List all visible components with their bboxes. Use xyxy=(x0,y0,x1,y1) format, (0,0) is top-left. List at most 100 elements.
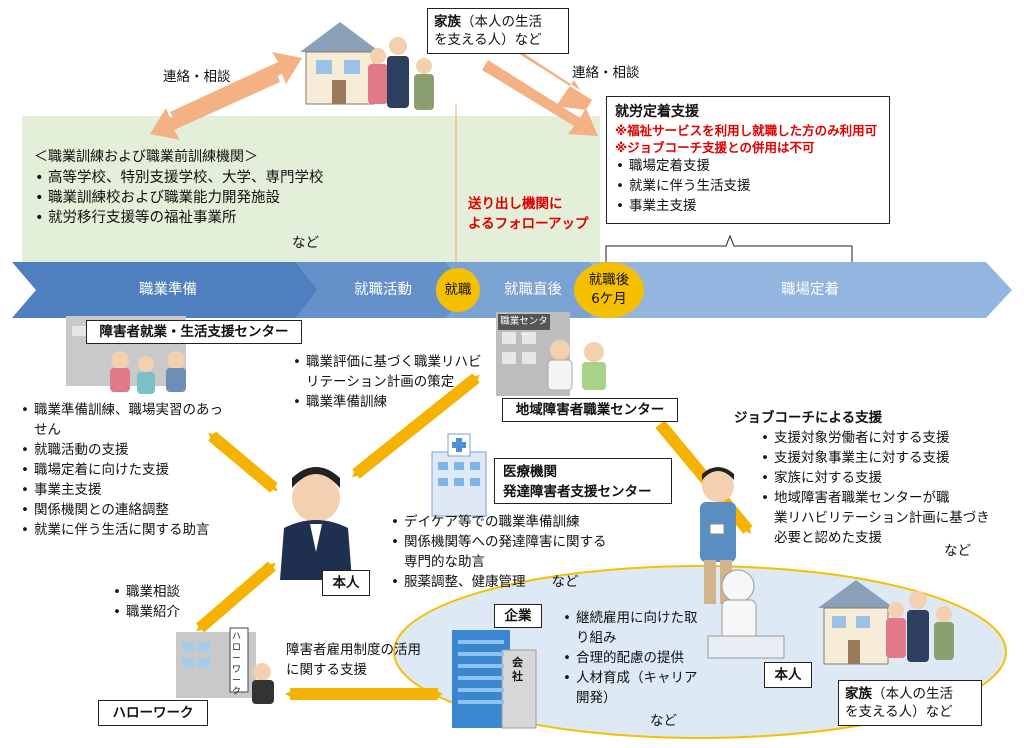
worker-illustration xyxy=(707,569,785,659)
vocational-eval-item-cont: リテーション計画の策定 xyxy=(306,374,455,390)
jobcoach-title: ジョブコーチによる支援 xyxy=(734,410,883,426)
medical-list: デイケア等での職業準備訓練 関係機関等への発達障害に関する 専門的な助言 服薬調… xyxy=(390,512,607,592)
training-etc: など xyxy=(292,235,319,251)
contact-label-left: 連絡・相談 xyxy=(163,69,231,85)
support-center-item: 就職活動の支援 xyxy=(21,440,223,460)
hellowork-title: ハローワーク xyxy=(98,700,208,726)
retention-item: 職場定着支援 xyxy=(616,156,881,176)
support-center-list: 職業準備訓練、職場実習のあっ せん 就職活動の支援 職場定着に向けた支援 事業主… xyxy=(20,400,223,540)
jobcoach-item: 支援対象事業主に対する支援 xyxy=(761,448,990,468)
stage-retention: 職場定着 xyxy=(781,282,839,298)
hellowork-service-item: 職業紹介 xyxy=(113,602,180,622)
regional-center-title: 地域障害者職業センター xyxy=(502,398,678,422)
stage-just-after-hire: 就職直後 xyxy=(504,282,562,298)
training-item: 職業訓練校および職業能力開発施設 xyxy=(35,188,324,208)
retention-list: 職場定着支援 就業に伴う生活支援 事業主支援 xyxy=(615,156,881,216)
person-center-illustration xyxy=(280,467,352,580)
hellowork-service-list: 職業相談 職業紹介 xyxy=(112,582,180,622)
jobcoach-section: ジョブコーチによる支援 支援対象労働者に対する支援 支援対象事業主に対する支援 … xyxy=(734,408,990,548)
house-bottom-illustration xyxy=(818,580,954,665)
hellowork-sign: ハローワーク xyxy=(232,632,242,697)
employment-system-label: 障害者雇用制度の活用 に関する支援 xyxy=(286,640,421,680)
company-illustration xyxy=(452,630,537,729)
company-sign: 会社 xyxy=(512,656,523,683)
stage-preparation: 職業準備 xyxy=(139,282,197,298)
support-center-item: 事業主支援 xyxy=(21,480,223,500)
followup-line-2: よるフォローアップ xyxy=(468,216,589,232)
jobcoach-item-cont: 必要と認めた支援 xyxy=(774,530,882,546)
timeline-arrow xyxy=(12,262,1012,318)
company-item: 継続雇用に向けた取 xyxy=(563,608,697,628)
milestone-6-months: 就職後 6ケ月 xyxy=(574,262,644,318)
jobcoach-item-cont: 業リハビリテーション計画に基づき xyxy=(774,510,990,526)
vocational-eval-list: 職業評価に基づく職業リハビ リテーション計画の策定 職業準備訓練 xyxy=(292,352,482,412)
milestone-6m-line-2: 6ケ月 xyxy=(591,291,627,307)
hellowork-illustration xyxy=(176,627,274,704)
training-item: 高等学校、特別支援学校、大学、専門学校 xyxy=(35,168,323,188)
retention-title: 就労定着支援 xyxy=(615,104,699,120)
support-center-item: 関係機関との連絡調整 xyxy=(21,500,223,520)
jobcoach-list: 支援対象労働者に対する支援 支援対象事業主に対する支援 家族に対する支援 地域障… xyxy=(760,428,990,548)
followup-line-1: 送り出し機関に xyxy=(468,196,563,212)
support-center-item: 職場定着に向けた支援 xyxy=(21,460,223,480)
medical-item-text: 服薬調整、健康管理 xyxy=(404,574,526,590)
medical-item-cont: 専門的な助言 xyxy=(404,554,485,570)
employment-system-line-2: に関する支援 xyxy=(286,662,367,678)
medical-item: 関係機関等への発達障害に関する xyxy=(391,532,606,552)
company-list: 継続雇用に向けた取 り組み 合理的配慮の提供 人材育成（キャリア 開発） xyxy=(562,608,698,708)
family-bottom-detail-2: を支える人）など xyxy=(845,704,953,720)
jobcoach-etc: など xyxy=(944,543,971,559)
hellowork-service-item: 職業相談 xyxy=(113,582,180,602)
contact-label-right: 連絡・相談 xyxy=(572,65,640,81)
medical-title-2: 発達障害者支援センター xyxy=(503,484,652,500)
retention-item: 就業に伴う生活支援 xyxy=(616,176,881,196)
jobcoach-item: 地域障害者職業センターが職 xyxy=(761,488,990,508)
company-etc: など xyxy=(650,713,677,729)
house-top-illustration xyxy=(300,22,434,110)
followup-label: 送り出し機関に よるフォローアップ xyxy=(468,194,589,234)
medical-etc: など xyxy=(551,574,579,590)
retention-item: 事業主支援 xyxy=(616,196,881,216)
medical-title-1: 医療機関 xyxy=(503,464,557,480)
person-center-label: 本人 xyxy=(322,570,370,596)
support-center-item-cont: せん xyxy=(34,422,61,438)
family-top-detail-2: を支える人）など xyxy=(434,32,542,48)
company-item: 合理的配慮の提供 xyxy=(563,648,698,668)
family-top-box: 家族（本人の生活 を支える人）など xyxy=(427,8,569,54)
support-center-item: 職業準備訓練、職場実習のあっ xyxy=(21,400,223,420)
company-item-cont: り組み xyxy=(576,630,617,646)
company-title: 企業 xyxy=(494,604,542,628)
training-institutions: ＜職業訓練および職業前訓練機関＞ 高等学校、特別支援学校、大学、専門学校 職業訓… xyxy=(34,148,324,228)
person-company-label: 本人 xyxy=(764,662,812,688)
training-heading: ＜職業訓練および職業前訓練機関＞ xyxy=(34,149,258,165)
family-bottom-detail-1: （本人の生活 xyxy=(872,686,953,702)
family-bottom-box: 家族（本人の生活 を支える人）など xyxy=(838,680,982,726)
support-center-title: 障害者就業・生活支援センター xyxy=(86,320,302,344)
retention-note: ※ジョブコーチ支援との併用は不可 xyxy=(615,140,815,155)
contact-arrow-left xyxy=(150,52,302,140)
jobcoach-item: 支援対象労働者に対する支援 xyxy=(761,428,990,448)
support-center-item: 就業に伴う生活に関する助言 xyxy=(21,520,223,540)
family-top-detail-1: （本人の生活 xyxy=(461,14,542,30)
employment-system-line-1: 障害者雇用制度の活用 xyxy=(286,642,421,658)
medical-item: デイケア等での職業準備訓練 xyxy=(391,512,607,532)
regional-center-sign: 職業センター xyxy=(498,314,550,341)
training-item: 就労移行支援等の福祉事業所 xyxy=(35,208,324,228)
company-item: 人材育成（キャリア xyxy=(563,668,697,688)
milestone-6m-line-1: 就職後 xyxy=(588,272,630,288)
family-bottom-name: 家族 xyxy=(845,686,872,702)
hospital-illustration xyxy=(431,433,487,517)
training-list: 高等学校、特別支援学校、大学、専門学校 職業訓練校および職業能力開発施設 就労移… xyxy=(34,168,324,228)
medical-title-box: 医療機関 発達障害者支援センター xyxy=(494,458,672,504)
vocational-eval-item: 職業評価に基づく職業リハビ xyxy=(293,352,481,372)
company-item-cont: 開発） xyxy=(576,690,617,706)
vocational-eval-item: 職業準備訓練 xyxy=(293,392,482,412)
retention-box: 就労定着支援 ※福祉サービスを利用し就職した方のみ利用可 ※ジョブコーチ支援との… xyxy=(606,96,890,224)
medical-item: 服薬調整、健康管理 など xyxy=(391,572,607,592)
retention-bracket xyxy=(605,234,853,262)
stage-job-search: 就職活動 xyxy=(354,282,412,298)
retention-note: ※福祉サービスを利用し就職した方のみ利用可 xyxy=(615,123,878,138)
milestone-hire: 就職 xyxy=(436,268,480,312)
family-top-name: 家族 xyxy=(434,14,461,30)
